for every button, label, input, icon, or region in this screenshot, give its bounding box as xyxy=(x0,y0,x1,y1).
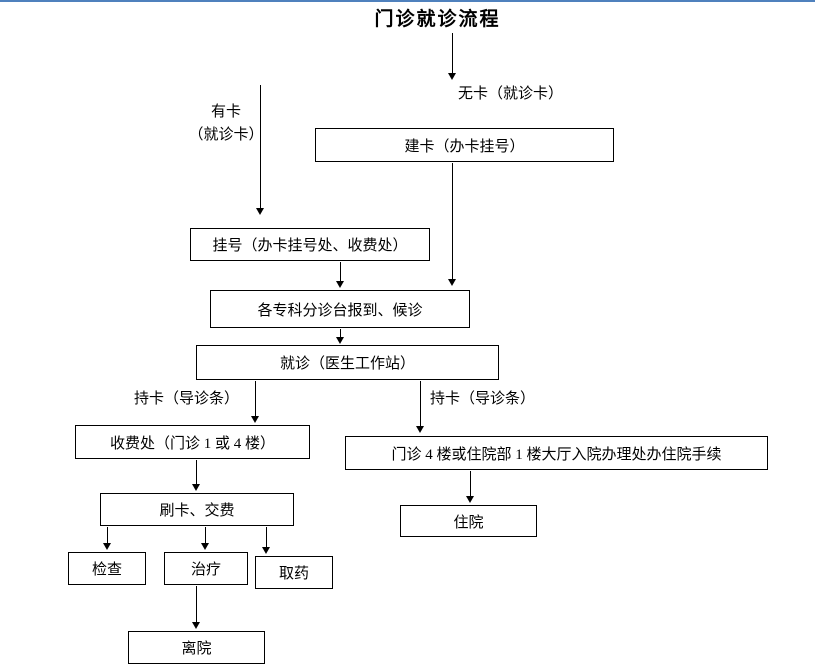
arrow-admission-to-hospitalize xyxy=(466,471,475,503)
page-title: 门诊就诊流程 xyxy=(374,9,501,30)
arrow-triage-to-consult xyxy=(336,329,345,344)
top-rule xyxy=(0,0,815,2)
label-has-card-line2: （就诊卡） xyxy=(188,127,264,143)
arrow-register-to-triage xyxy=(336,262,345,288)
flow-box-swipe-pay: 刷卡、交费 xyxy=(100,493,294,526)
label-with-card-left: 持卡（导诊条） xyxy=(134,391,240,407)
arrow-has-card-to-register xyxy=(256,85,265,215)
flow-box-triage: 各专科分诊台报到、候诊 xyxy=(210,290,470,328)
arrow-consult-to-admission xyxy=(416,381,425,433)
label-has-card-line1: 有卡 xyxy=(210,104,241,120)
label-no-card: 无卡（就诊卡） xyxy=(458,86,564,102)
flow-box-pharmacy: 取药 xyxy=(255,556,333,589)
label-has-card: 有卡 （就诊卡） xyxy=(187,101,265,147)
arrow-title-to-nocard xyxy=(448,33,457,80)
flow-box-exam: 检查 xyxy=(68,552,146,585)
arrow-treatment-to-leave xyxy=(192,586,201,629)
arrow-create-card-to-triage xyxy=(448,163,457,286)
arrow-pay-to-exam xyxy=(103,527,112,550)
arrow-pay-to-treatment xyxy=(201,527,210,550)
flow-box-admission-office: 门诊 4 楼或住院部 1 楼大厅入院办理处办住院手续 xyxy=(345,436,768,470)
flow-box-consult: 就诊（医生工作站） xyxy=(196,345,499,380)
flow-box-cashier: 收费处（门诊 1 或 4 楼） xyxy=(75,425,310,459)
flow-box-leave: 离院 xyxy=(128,631,265,664)
flow-box-treatment: 治疗 xyxy=(164,552,248,585)
arrow-cashier-to-pay xyxy=(192,460,201,491)
arrow-pay-to-pharmacy xyxy=(262,527,271,554)
arrow-consult-to-cashier xyxy=(251,381,260,423)
label-with-card-right: 持卡（导诊条） xyxy=(430,391,536,407)
flow-box-hospitalize: 住院 xyxy=(400,505,537,537)
flow-box-create-card: 建卡（办卡挂号） xyxy=(315,128,614,162)
flow-box-register: 挂号（办卡挂号处、收费处） xyxy=(190,228,430,261)
